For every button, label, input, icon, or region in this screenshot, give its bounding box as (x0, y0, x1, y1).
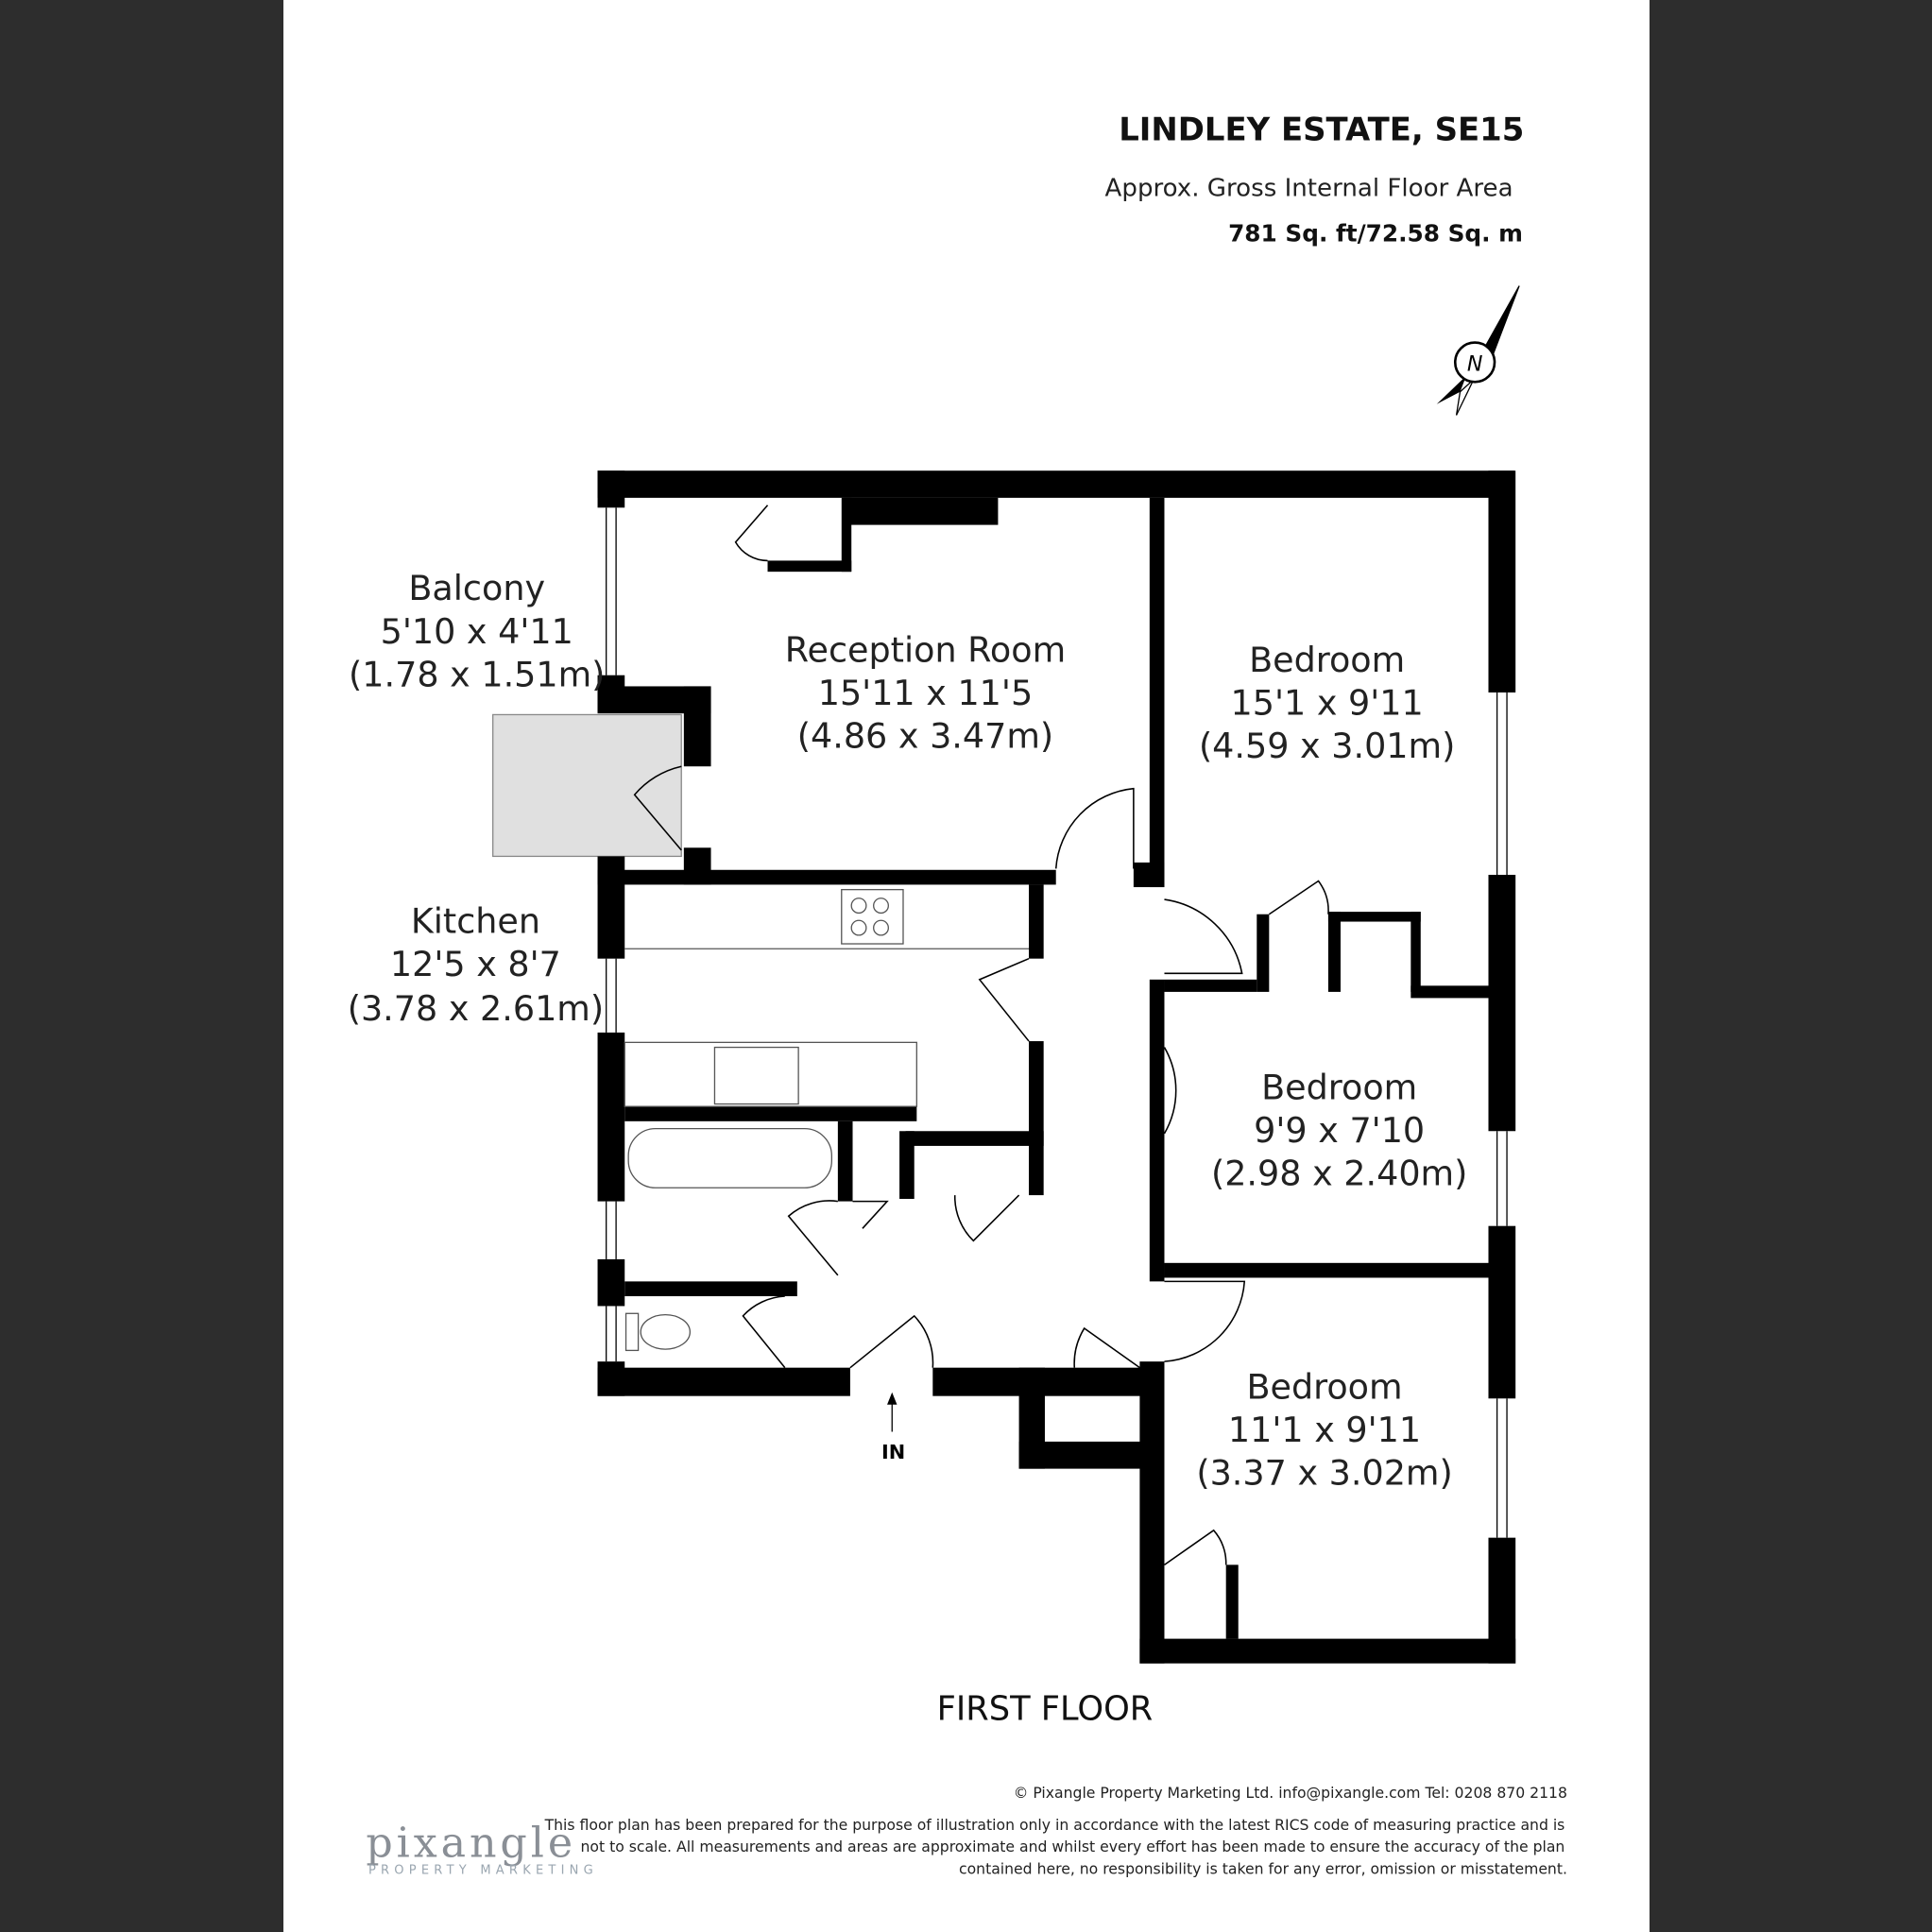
svg-text:(4.59 x 3.01m): (4.59 x 3.01m) (1199, 726, 1455, 766)
svg-text:15'11 x 11'5: 15'11 x 11'5 (818, 673, 1033, 713)
svg-text:5'10 x 4'11: 5'10 x 4'11 (381, 611, 573, 652)
disclaimer-line-2: not to scale. All measurements and areas… (581, 1838, 1565, 1855)
svg-text:(3.37 x 3.02m): (3.37 x 3.02m) (1196, 1453, 1452, 1494)
sink-icon (713, 1046, 799, 1105)
room-label-bedroom-3: Bedroom 11'1 x 9'11 (3.37 x 3.02m) (1196, 1366, 1452, 1493)
hob-icon (841, 888, 904, 945)
pixangle-logo: pixangle PROPERTY MARKETING (366, 1819, 598, 1878)
svg-text:Balcony: Balcony (408, 568, 545, 608)
disclaimer-line-1: This floor plan has been prepared for th… (544, 1816, 1565, 1834)
svg-text:(4.86 x 3.47m): (4.86 x 3.47m) (797, 716, 1053, 757)
entrance-label: IN (881, 1441, 905, 1463)
svg-text:(1.78 x 1.51m): (1.78 x 1.51m) (349, 654, 605, 694)
svg-text:pixangle: pixangle (366, 1819, 576, 1867)
fixtures (624, 888, 1030, 1352)
disclaimer-line-3: contained here, no responsibility is tak… (959, 1860, 1567, 1878)
svg-text:(2.98 x 2.40m): (2.98 x 2.40m) (1211, 1154, 1467, 1194)
compass-icon: N (1436, 285, 1520, 416)
svg-text:Kitchen: Kitchen (411, 900, 540, 941)
copyright-text: © Pixangle Property Marketing Ltd. info@… (1014, 1784, 1567, 1802)
floor-plan-sheet (283, 0, 1650, 1932)
compass-north-label: N (1467, 352, 1483, 377)
area-value: 781 Sq. ft/72.58 Sq. m (1228, 220, 1523, 248)
room-label-kitchen: Kitchen 12'5 x 8'7 (3.78 x 2.61m) (348, 900, 604, 1029)
room-label-bedroom-1: Bedroom 15'1 x 9'11 (4.59 x 3.01m) (1199, 640, 1455, 766)
room-label-bedroom-2: Bedroom 9'9 x 7'10 (2.98 x 2.40m) (1211, 1067, 1467, 1193)
svg-text:11'1 x 9'11: 11'1 x 9'11 (1228, 1410, 1421, 1450)
area-label: Approx. Gross Internal Floor Area (1105, 174, 1513, 202)
svg-text:Bedroom: Bedroom (1246, 1366, 1402, 1407)
bath-icon (627, 1128, 832, 1188)
floor-label: FIRST FLOOR (937, 1690, 1154, 1729)
doors (633, 504, 1329, 1565)
room-label-balcony: Balcony 5'10 x 4'11 (1.78 x 1.51m) (349, 568, 605, 694)
svg-text:(3.78 x 2.61m): (3.78 x 2.61m) (348, 988, 604, 1029)
svg-text:Bedroom: Bedroom (1249, 640, 1405, 680)
svg-text:9'9 x 7'10: 9'9 x 7'10 (1254, 1110, 1425, 1151)
entrance-arrow-icon (887, 1392, 898, 1432)
property-title: LINDLEY ESTATE, SE15 (1119, 111, 1524, 148)
toilet-icon (640, 1313, 692, 1350)
svg-text:12'5 x 8'7: 12'5 x 8'7 (390, 944, 561, 984)
svg-text:Bedroom: Bedroom (1261, 1067, 1417, 1107)
room-label-reception: Reception Room 15'11 x 11'5 (4.86 x 3.47… (785, 629, 1066, 756)
balcony-area (492, 713, 682, 858)
svg-text:Reception Room: Reception Room (785, 629, 1066, 670)
svg-text:PROPERTY MARKETING: PROPERTY MARKETING (368, 1864, 598, 1878)
svg-text:15'1 x 9'11: 15'1 x 9'11 (1231, 682, 1424, 723)
walls (597, 470, 1516, 1664)
windows (606, 507, 1508, 1538)
